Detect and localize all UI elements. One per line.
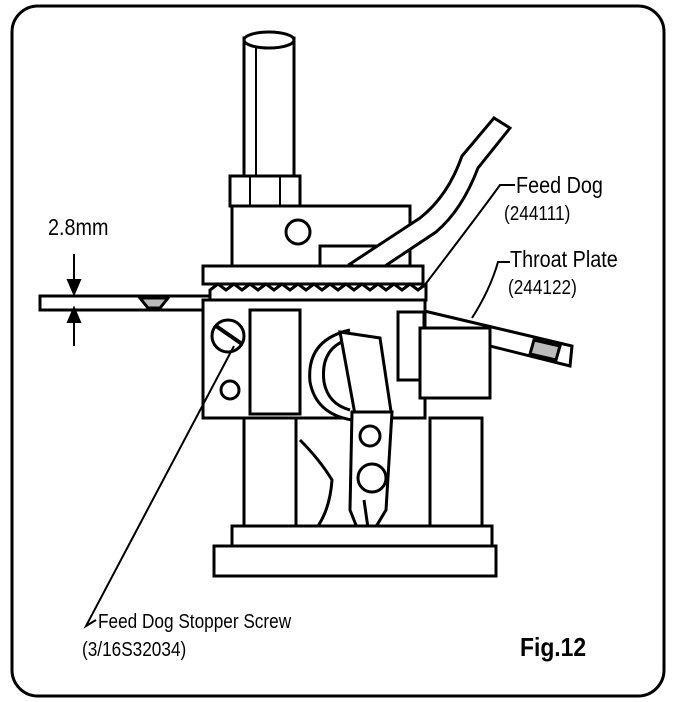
feed-dog-label: Feed Dog bbox=[516, 172, 603, 198]
throat-plate-leader bbox=[471, 261, 510, 319]
stopper-screw bbox=[210, 318, 246, 354]
throat-plate-label: Throat Plate bbox=[510, 246, 618, 272]
figure-frame bbox=[10, 4, 666, 698]
base bbox=[212, 524, 498, 578]
main-body bbox=[201, 298, 492, 420]
stopper-screw-part-number: (3/16S32034) bbox=[82, 639, 187, 661]
stopper-screw-label: Feed Dog Stopper Screw bbox=[98, 611, 292, 633]
feed-dog-part-number: (244111) bbox=[504, 203, 571, 225]
figure-label: Fig.12 bbox=[520, 632, 587, 662]
lower-screw bbox=[219, 379, 241, 401]
hex-nut bbox=[228, 174, 302, 208]
dimension-label: 2.8mm bbox=[48, 214, 109, 240]
hook-mechanism bbox=[308, 328, 394, 422]
feed-dog bbox=[201, 264, 428, 302]
rocker-link bbox=[348, 410, 394, 532]
throat-plate-left bbox=[38, 294, 212, 312]
dimension-marks bbox=[40, 254, 210, 346]
throat-plate-part-number: (244122) bbox=[508, 277, 577, 299]
feed-arm bbox=[347, 116, 513, 278]
support-posts bbox=[242, 416, 484, 528]
leader-lines bbox=[83, 184, 515, 629]
top-shaft bbox=[242, 30, 296, 180]
feed-dog-leader bbox=[423, 184, 515, 287]
stopper-screw-leader bbox=[83, 345, 235, 629]
